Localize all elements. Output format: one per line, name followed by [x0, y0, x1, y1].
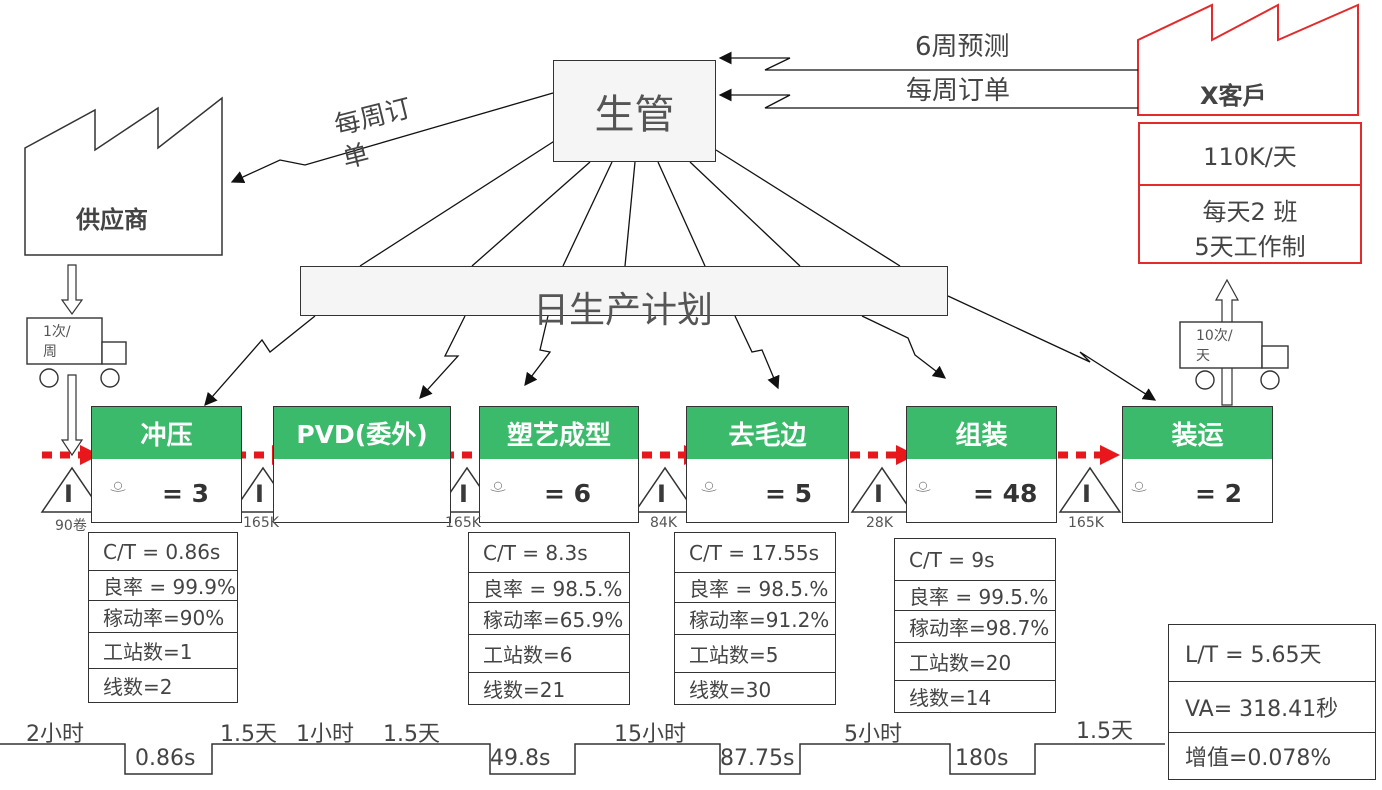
inventory-label: 165K [1068, 515, 1104, 531]
customer-data-box: 110K/天 每天2 班 5天工作制 [1138, 122, 1362, 264]
operator-icon [701, 481, 717, 492]
process-name: 装运 [1123, 407, 1272, 459]
production-control-label: 生管 [594, 92, 675, 138]
timeline-wait: 1.5天 [220, 722, 277, 747]
timeline-wait: 2小时 [26, 722, 84, 747]
operator-count: = 3 [162, 479, 210, 508]
production-control-box: 生管 [553, 60, 716, 162]
process-name: 去毛边 [687, 407, 848, 459]
operator-icon [110, 481, 126, 492]
process-name: 冲压 [92, 407, 241, 459]
inventory-label: 28K [866, 515, 893, 531]
process-stamping: 冲压 = 3 [91, 406, 242, 523]
inventory-label: 165K [445, 515, 481, 531]
lead-time: L/T = 5.65天 [1169, 625, 1375, 682]
inventory-symbol: I [1082, 480, 1091, 508]
timeline-wait: 5小时 [844, 722, 902, 747]
data-box-stamping: C/T = 0.86s 良率 = 99.9% 稼动率=90% 工站数=1 线数=… [88, 532, 238, 703]
process-assembly: 组装 = 48 [906, 406, 1057, 523]
customer-label: X客戶 [1200, 82, 1267, 110]
data-row: 稼动率=90% [89, 601, 237, 633]
data-box-molding: C/T = 8.3s 良率 = 98.5.% 稼动率=65.9% 工站数=6 线… [468, 532, 630, 705]
data-row: 良率 = 98.5.% [469, 573, 629, 603]
daily-schedule-label: 日生产计划 [533, 290, 714, 331]
data-box-deburring: C/T = 17.55s 良率 = 98.5.% 稼动率=91.2% 工站数=5… [674, 532, 836, 705]
data-row: 工站数=6 [469, 635, 629, 673]
value-added-ratio: 增值=0.078% [1185, 746, 1332, 771]
process-name: 组装 [907, 407, 1056, 459]
customer-demand: 110K/天 [1140, 124, 1360, 186]
inventory-label: 84K [650, 515, 677, 531]
supplier-truck-icon [26, 317, 127, 388]
customer-truck-icon [1179, 321, 1289, 390]
timeline-process-time: 0.86s [135, 746, 196, 771]
inventory-label: 90卷 [55, 518, 87, 534]
timeline-process-time: 49.8s [490, 746, 551, 771]
forecast-label: 6周预测 [915, 32, 1010, 62]
inventory-symbol: I [657, 480, 666, 508]
weekly-order-label: 每周订单 [906, 76, 1011, 106]
value-added-time: VA= 318.41秒 [1169, 682, 1375, 733]
data-box-assembly: C/T = 9s 良率 = 99.5.% 稼动率=98.7% 工站数=20 线数… [894, 538, 1056, 713]
customer-factory-shape [1137, 3, 1359, 116]
summary-box: L/T = 5.65天 VA= 318.41秒 增值=0.078% [1168, 624, 1376, 780]
process-name: 塑艺成型 [480, 407, 638, 459]
inventory-label: 165K [243, 515, 279, 531]
data-row: 良率 = 99.5.% [895, 581, 1055, 611]
data-row: 工站数=5 [675, 635, 835, 673]
timeline-wait: 1.5天 [383, 722, 440, 747]
data-row: 线数=30 [675, 673, 835, 705]
timeline-wait: 1小时 [296, 722, 354, 747]
data-row: C/T = 9s [895, 539, 1055, 581]
supplier-label: 供应商 [76, 206, 148, 234]
supplier-factory-shape [24, 96, 223, 256]
operator-count: = 6 [544, 479, 592, 508]
data-row: C/T = 8.3s [469, 533, 629, 573]
process-molding: 塑艺成型 = 6 [479, 406, 639, 523]
data-row: 稼动率=98.7% [895, 611, 1055, 643]
operator-count: = 5 [765, 479, 813, 508]
process-shipping: 装运 = 2 [1122, 406, 1273, 523]
timeline-process-time: 87.75s [720, 746, 795, 771]
data-row: 工站数=20 [895, 643, 1055, 681]
timeline-process-time: 180s [955, 746, 1009, 771]
customer-truck-label: 10次/ 天 [1196, 328, 1233, 364]
data-row: C/T = 0.86s [89, 533, 237, 571]
inventory-symbol: I [255, 480, 264, 508]
inventory-symbol: I [459, 480, 468, 508]
operator-icon [490, 481, 506, 492]
supplier-truck-label: 1次/ 周 [43, 324, 71, 360]
data-row: 线数=21 [469, 673, 629, 705]
data-row: C/T = 17.55s [675, 533, 835, 573]
process-pvd: PVD(委外) [273, 406, 451, 523]
data-row: 良率 = 99.9% [89, 571, 237, 601]
data-row: 线数=14 [895, 681, 1055, 713]
data-row: 稼动率=91.2% [675, 603, 835, 635]
daily-schedule-box: 日生产计划 [300, 266, 948, 331]
data-row: 工站数=1 [89, 633, 237, 669]
operator-icon [915, 481, 931, 492]
data-row: 线数=2 [89, 669, 237, 703]
inventory-symbol: I [874, 480, 883, 508]
inventory-symbol: I [64, 480, 73, 508]
data-row: 稼动率=65.9% [469, 603, 629, 635]
data-row: 良率 = 98.5.% [675, 573, 835, 603]
operator-icon [1131, 481, 1147, 492]
customer-shift-line2: 5天工作制 [1194, 233, 1306, 261]
process-deburring: 去毛边 = 5 [686, 406, 849, 523]
operator-count: = 2 [1195, 479, 1243, 508]
timeline-wait: 1.5天 [1076, 719, 1133, 744]
process-name: PVD(委外) [274, 407, 450, 459]
customer-shift-line1: 每天2 班 [1202, 198, 1298, 226]
timeline-wait: 15小时 [614, 722, 686, 747]
timeline-ladder [0, 743, 1165, 775]
operator-count: = 48 [973, 479, 1038, 508]
